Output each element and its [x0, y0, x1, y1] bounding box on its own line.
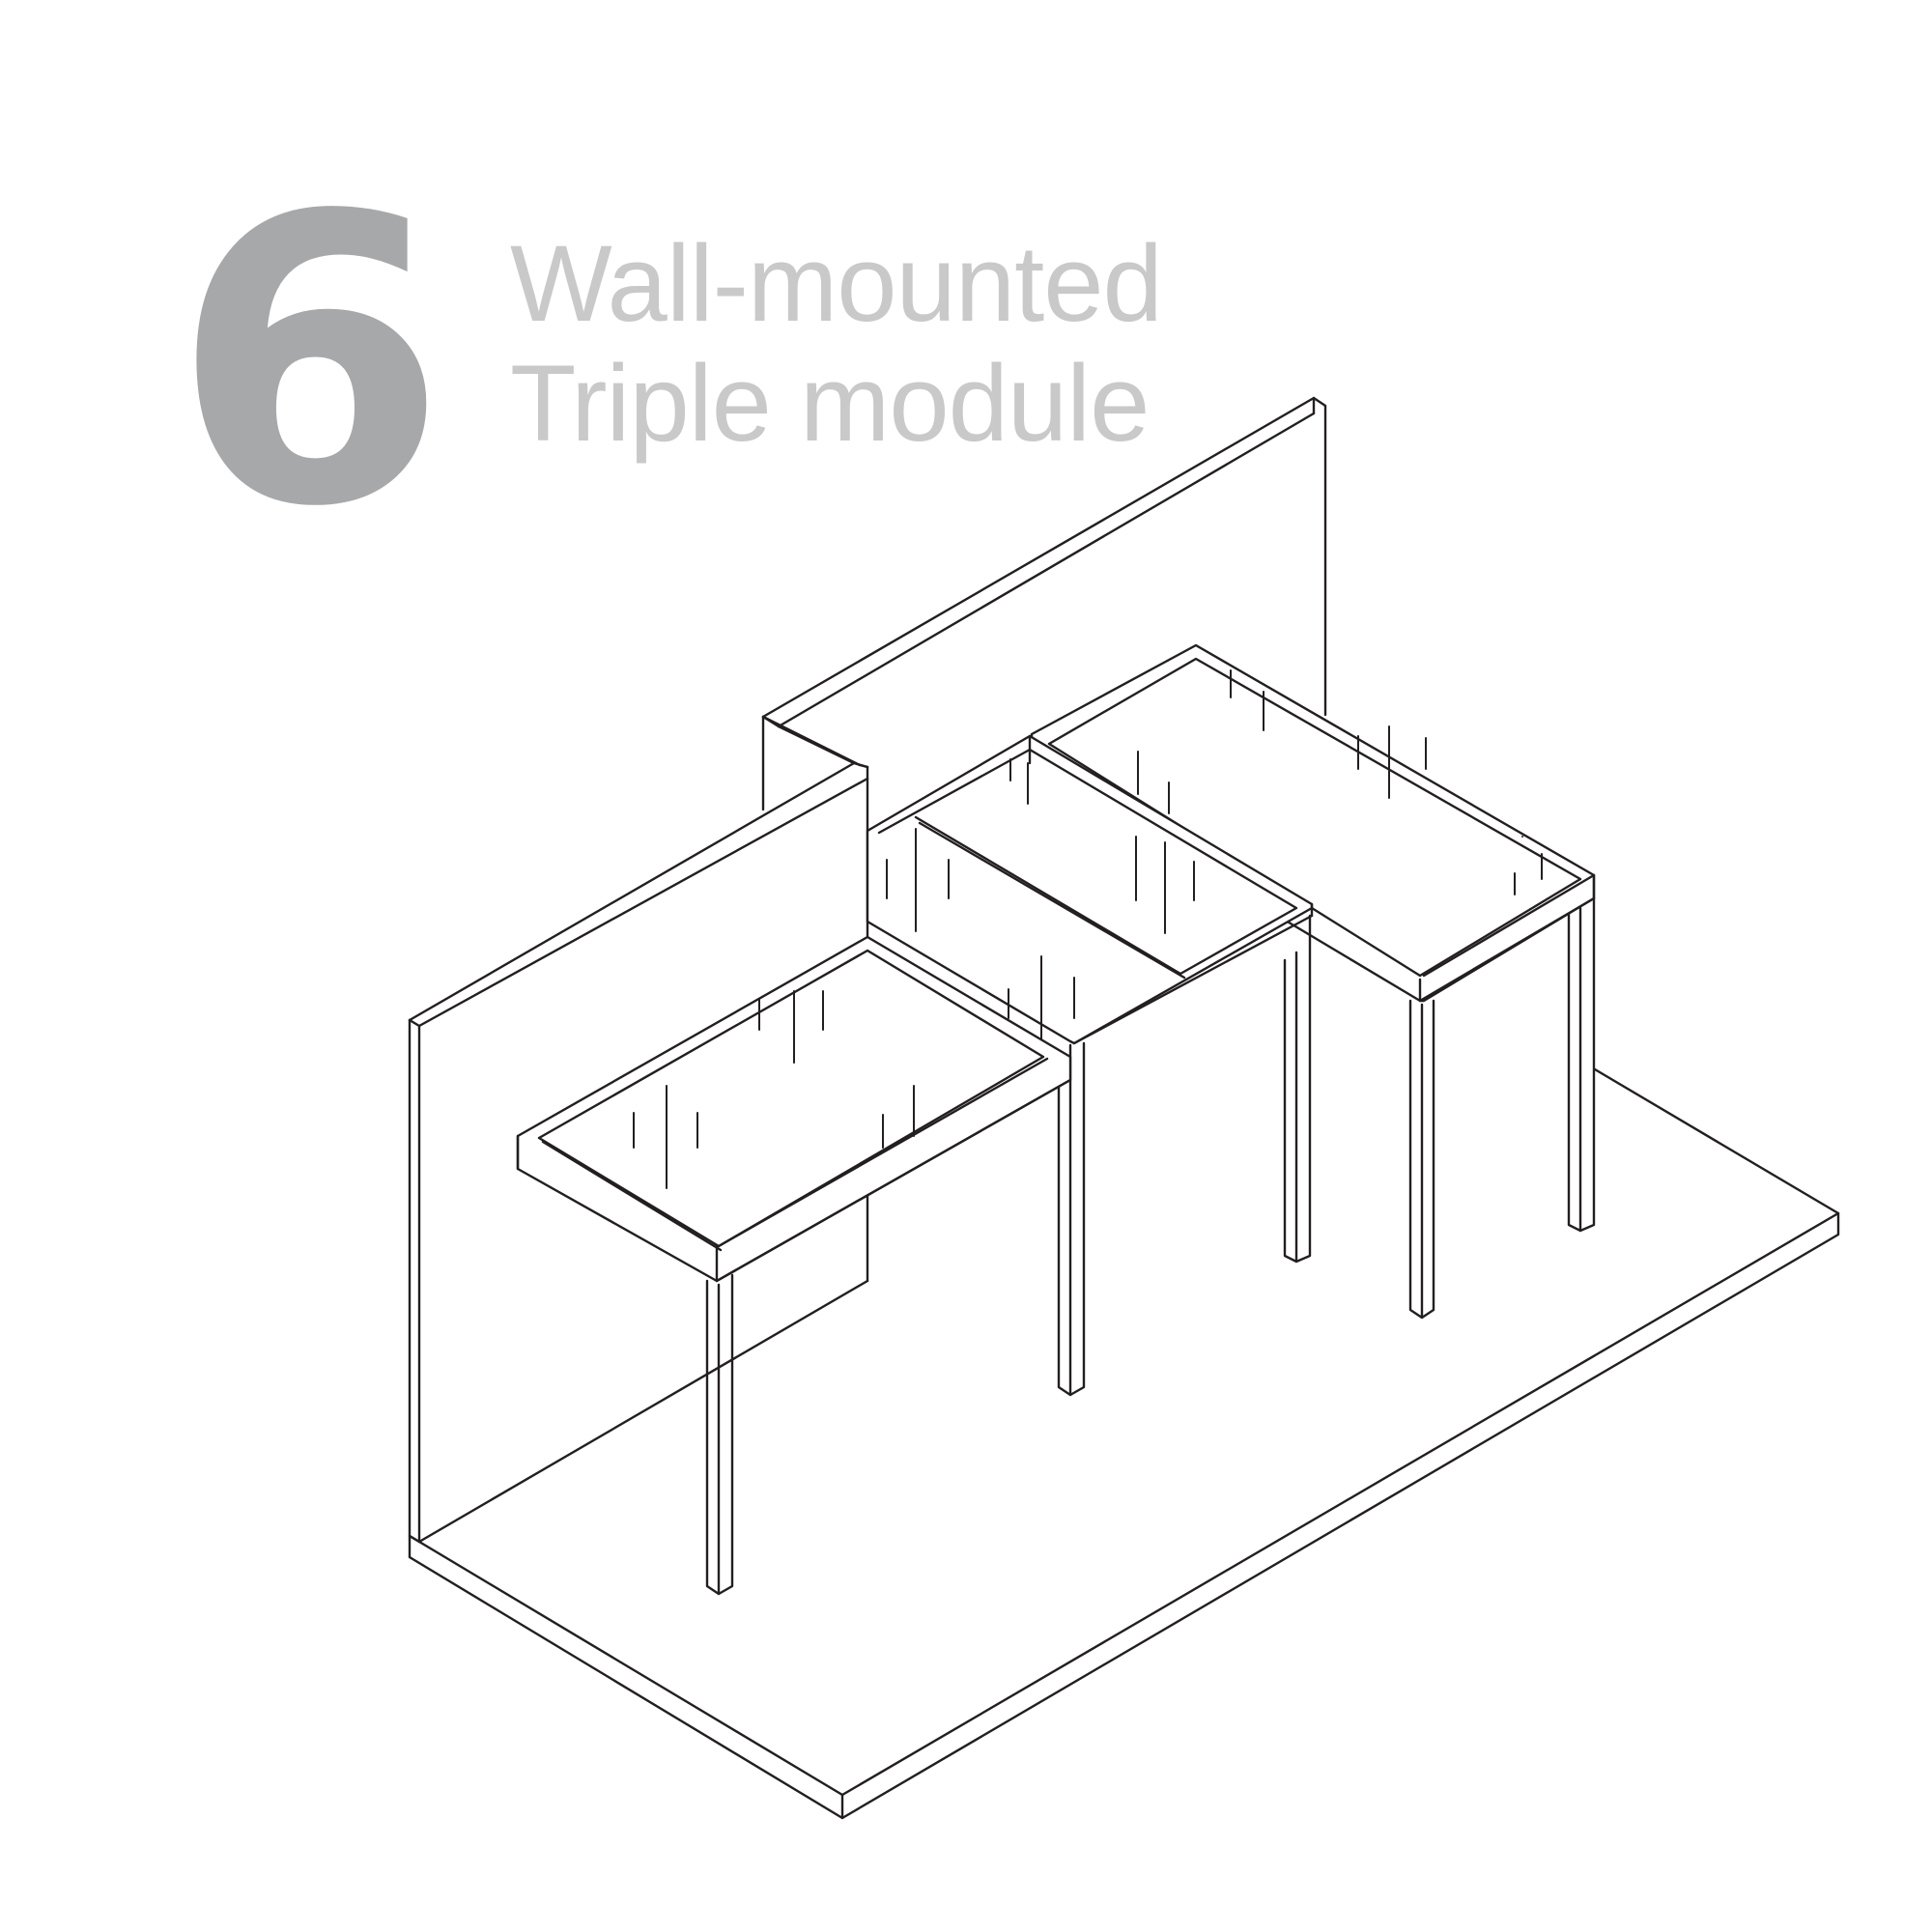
title: Wall-mounted Triple module	[510, 223, 1163, 464]
back-wall	[761, 396, 1327, 1283]
title-line-1: Wall-mounted	[510, 223, 1163, 344]
floor-slab	[408, 1067, 1840, 1820]
side-wall	[408, 761, 869, 1544]
module-right	[1030, 643, 1596, 1320]
module-left	[516, 935, 1072, 1596]
step-number: 6	[172, 131, 447, 593]
module-middle	[866, 734, 1314, 1397]
title-line-2: Triple module	[510, 343, 1150, 464]
